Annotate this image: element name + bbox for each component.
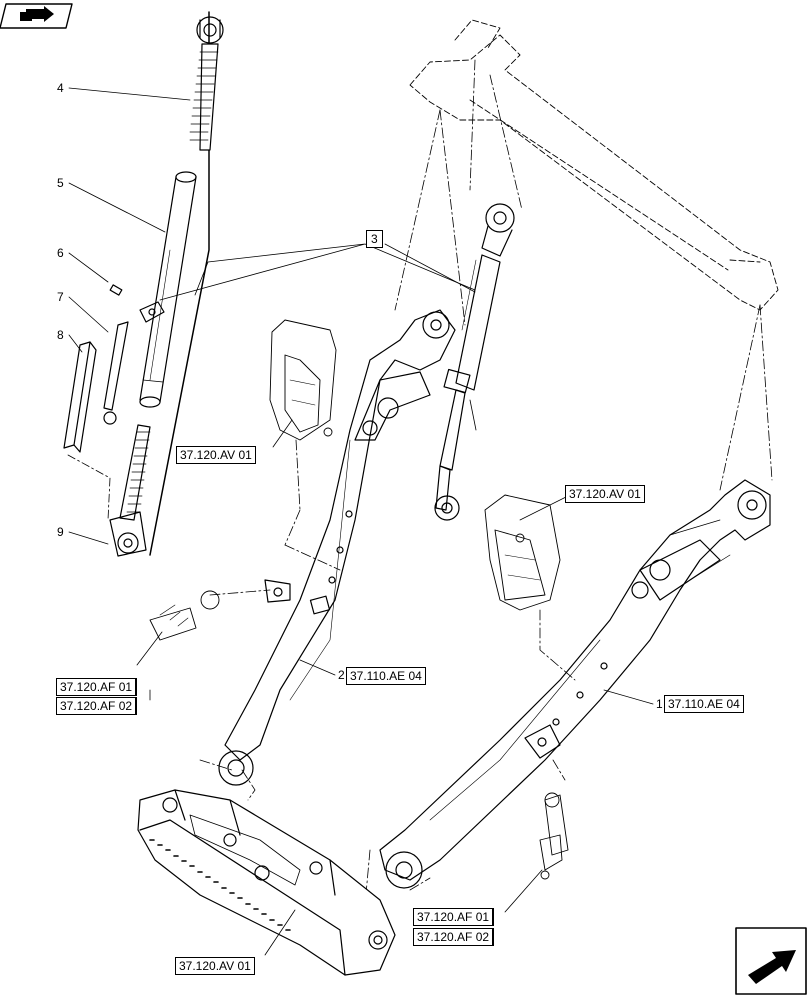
next-page-arrow-icon[interactable] xyxy=(735,927,807,995)
bracket-center xyxy=(269,319,337,441)
ref-37-120-av-01-right[interactable]: 37.120.AV 01 xyxy=(565,485,645,503)
ball-joint-right xyxy=(539,792,569,880)
part-2-lower-link-left xyxy=(218,309,456,786)
part-6-pin xyxy=(109,284,123,296)
callout-3: 3 xyxy=(366,230,383,248)
callout-2: 2 xyxy=(338,668,345,682)
ref-37-110-ae-04-right[interactable]: 37.110.AE 04 xyxy=(664,695,744,713)
hitch-bracket-bottom xyxy=(137,789,396,976)
ref-37-120-af-01-right[interactable]: 37.120.AF 01 xyxy=(413,908,495,926)
part-9-threaded-eye xyxy=(109,424,151,557)
ref-37-120-af-01-left[interactable]: 37.120.AF 01 xyxy=(56,678,138,696)
ref-37-120-av-01-bottom[interactable]: 37.120.AV 01 xyxy=(175,957,255,975)
ref-37-120-af-02-left[interactable]: 37.120.AF 02 xyxy=(56,697,138,715)
callout-1: 1 xyxy=(656,697,663,711)
ref-37-120-av-01-center[interactable]: 37.120.AV 01 xyxy=(176,446,256,464)
upper-frame-dashed xyxy=(409,19,779,311)
callout-4: 4 xyxy=(57,81,64,95)
bracket-right xyxy=(484,494,561,611)
ref-37-110-ae-04-center[interactable]: 37.110.AE 04 xyxy=(346,667,426,685)
part-4-threaded-eye-rod xyxy=(189,16,224,151)
callout-5: 5 xyxy=(57,176,64,190)
part-7-clip xyxy=(103,301,165,425)
callout-9: 9 xyxy=(57,525,64,539)
back-navigation-icon[interactable] xyxy=(0,3,73,29)
callout-8: 8 xyxy=(57,328,64,342)
part-3-top-link xyxy=(434,203,515,521)
ref-37-120-af-02-right[interactable]: 37.120.AF 02 xyxy=(413,928,495,946)
part-8-locking-bar xyxy=(63,341,97,453)
callout-6: 6 xyxy=(57,246,64,260)
callout-7: 7 xyxy=(57,290,64,304)
part-1-lower-link-right xyxy=(379,479,771,889)
part-5-adjusting-tube xyxy=(139,171,197,408)
ball-joint-left xyxy=(149,590,220,641)
